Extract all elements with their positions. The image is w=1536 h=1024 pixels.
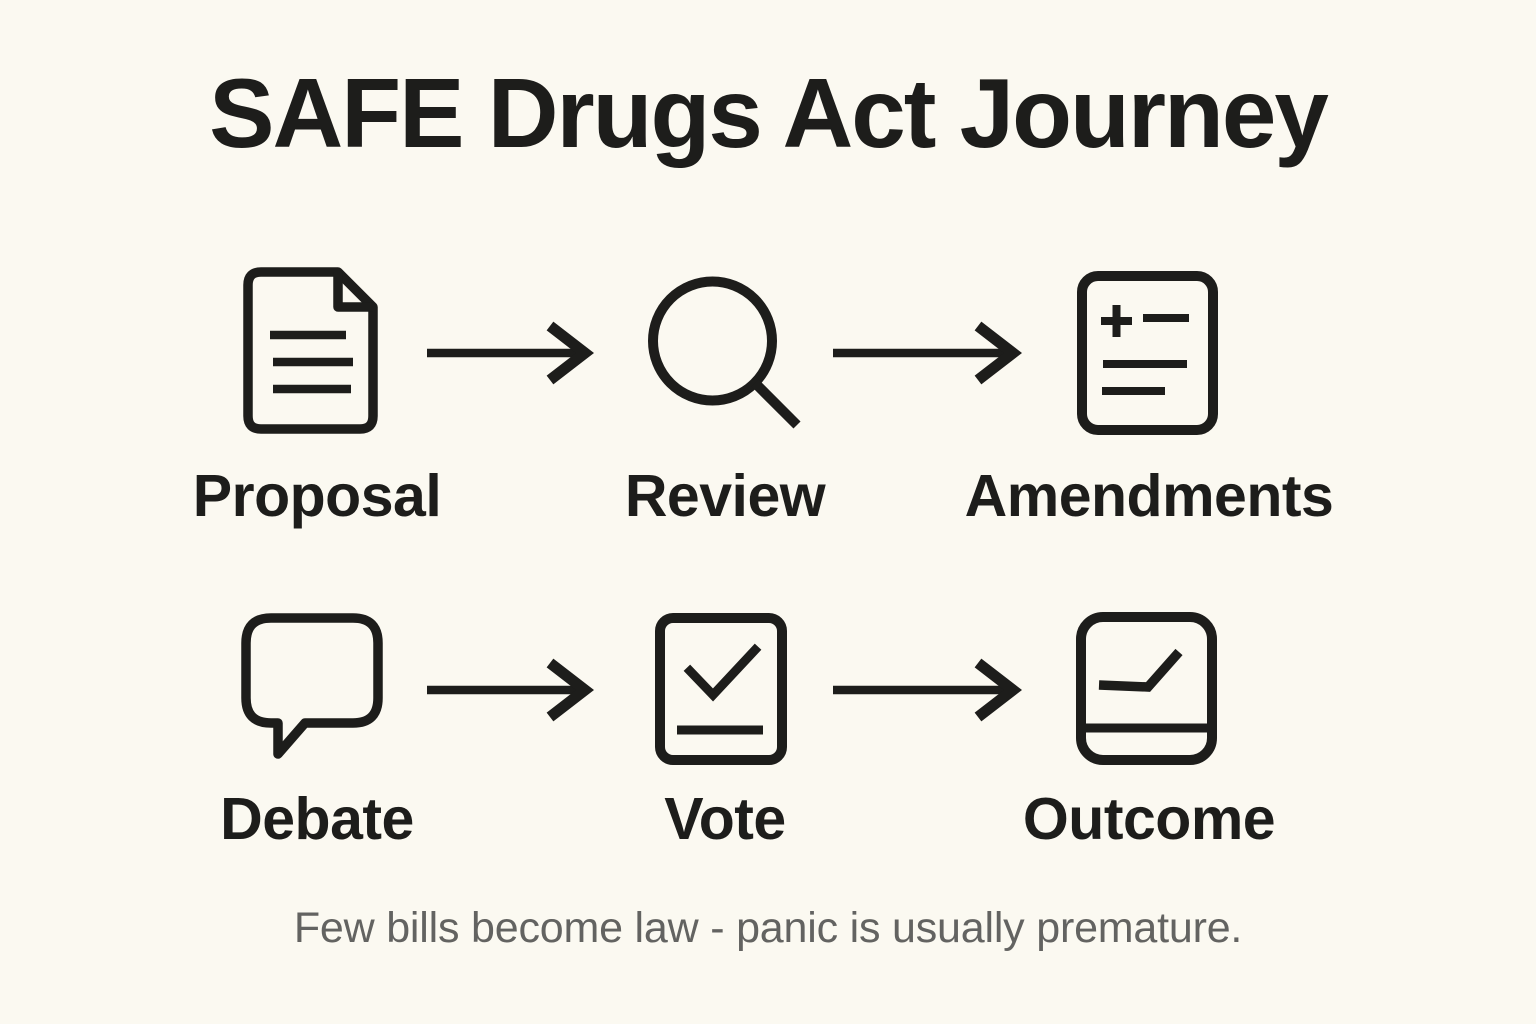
step-label-review: Review bbox=[624, 463, 826, 529]
footer-note: Few bills become law - panic is usually … bbox=[293, 904, 1243, 952]
step-label-proposal: Proposal bbox=[192, 463, 442, 529]
trend-chart-icon bbox=[1076, 612, 1217, 765]
step-label-vote: Vote bbox=[664, 786, 786, 852]
flow-arrow-icon bbox=[830, 655, 1022, 725]
step-label-outcome: Outcome bbox=[1022, 786, 1276, 852]
flow-arrow-icon bbox=[830, 318, 1022, 388]
ballot-check-icon bbox=[655, 613, 787, 765]
speech-bubble-icon bbox=[241, 613, 384, 760]
amendments-document-icon bbox=[1077, 271, 1218, 435]
magnifier-icon bbox=[648, 276, 803, 431]
step-label-amendments: Amendments bbox=[964, 463, 1334, 529]
step-label-debate: Debate bbox=[220, 786, 414, 852]
document-icon bbox=[243, 267, 378, 434]
flow-arrow-icon bbox=[424, 318, 594, 388]
flow-arrow-icon bbox=[424, 655, 594, 725]
page-title: SAFE Drugs Act Journey bbox=[209, 58, 1329, 168]
